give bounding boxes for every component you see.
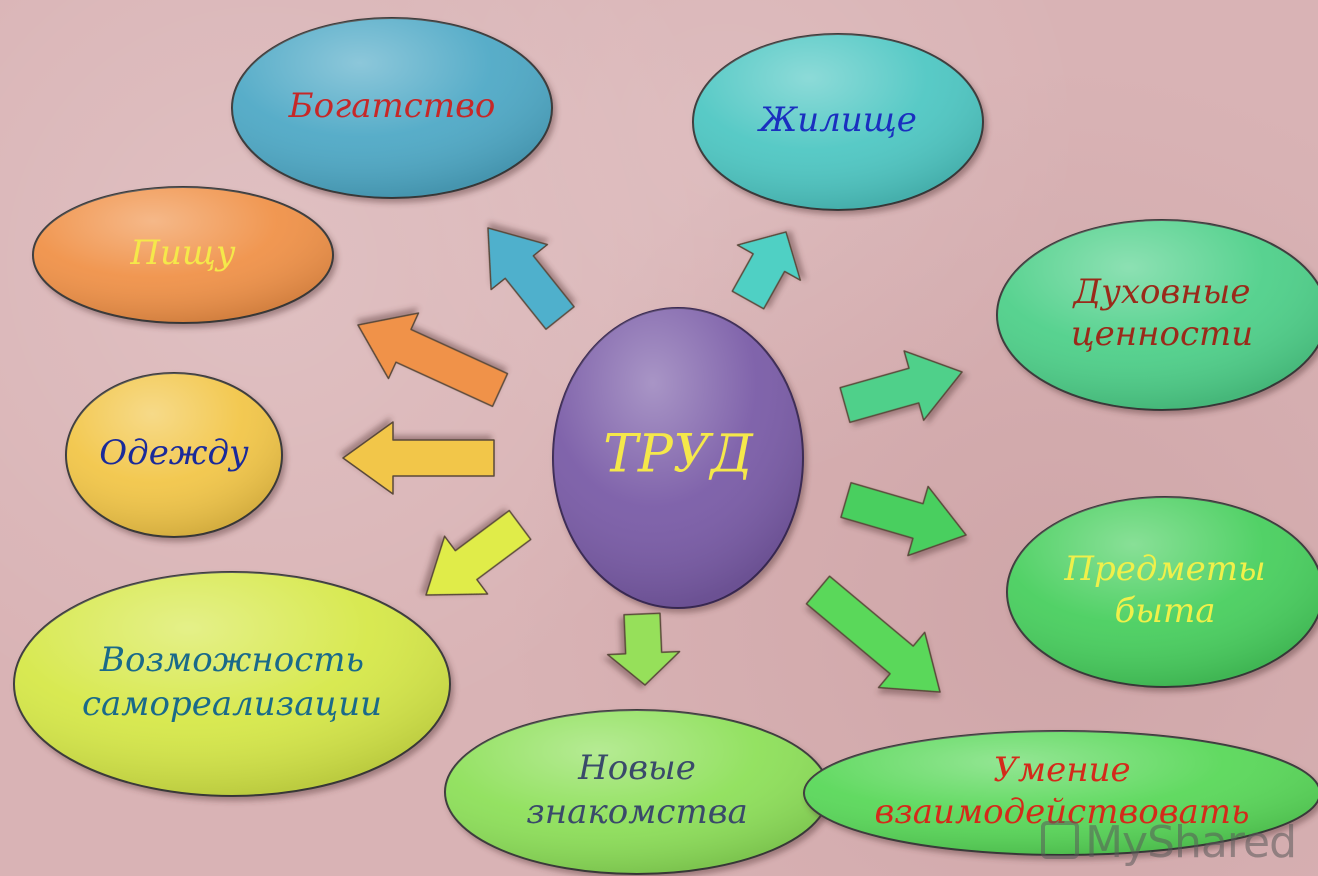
node-label-bogatstvo-line-0: Богатство — [288, 86, 496, 126]
node-odezhdu: Одежду — [65, 372, 283, 538]
center-node-gloss — [553, 308, 803, 608]
watermark-text: MyShared — [1085, 817, 1297, 868]
node-label-zhilishche-line-0: Жилище — [756, 100, 917, 140]
node-label-umenie-line-1: взаимодействовать — [874, 792, 1249, 832]
node-label-vozmozhnost-line-1: самореализации — [82, 684, 382, 724]
node-gloss-vozmozhnost — [14, 572, 450, 796]
node-gloss-umenie — [804, 731, 1318, 855]
node-label-pishchu-line-0: Пищу — [129, 233, 236, 273]
center-layer: ТРУД — [552, 307, 804, 609]
node-label-vozmozhnost-line-0: Возможность — [99, 640, 364, 680]
arrow-to-dukhovnye — [839, 350, 963, 424]
node-label-novye-line-1: знакомства — [526, 792, 748, 832]
node-gloss-odezhdu — [66, 373, 282, 537]
node-label-dukhovnye-line-1: ценности — [1071, 314, 1253, 354]
node-bogatstvo: Богатство — [231, 17, 553, 199]
node-gloss-predmety — [1007, 497, 1318, 687]
myshared-logo-icon — [1041, 821, 1080, 859]
arrow-to-vozmozhnost — [425, 509, 532, 596]
center-node-label: ТРУД — [603, 425, 754, 485]
node-label-predmety-line-1: быта — [1115, 591, 1216, 631]
node-label-predmety-line-0: Предметы — [1063, 549, 1265, 589]
node-gloss-bogatstvo — [232, 18, 552, 198]
node-gloss-dukhovnye — [997, 220, 1318, 410]
node-label-dukhovnye-line-0: Духовные — [1071, 272, 1250, 312]
node-gloss-zhilishche — [693, 34, 983, 210]
arrow-to-novye — [606, 612, 681, 686]
arrow-to-predmety — [840, 481, 967, 557]
node-zhilishche: Жилище — [692, 33, 984, 211]
watermark: MyShared — [1041, 817, 1297, 868]
arrow-to-odezhdu — [342, 421, 495, 495]
node-pishchu: Пищу — [32, 186, 334, 324]
arrow-to-bogatstvo — [487, 227, 575, 330]
arrows-layer — [342, 227, 967, 693]
node-label-umenie-line-0: Умение — [993, 750, 1130, 790]
node-label-novye-line-0: Новые — [577, 748, 696, 788]
node-gloss-pishchu — [33, 187, 333, 323]
arrow-to-umenie — [805, 575, 941, 693]
node-label-odezhdu-line-0: Одежду — [99, 433, 249, 473]
arrow-to-zhilishche — [731, 231, 802, 310]
arrow-to-pishchu — [357, 312, 509, 408]
node-gloss-novye — [445, 710, 829, 874]
